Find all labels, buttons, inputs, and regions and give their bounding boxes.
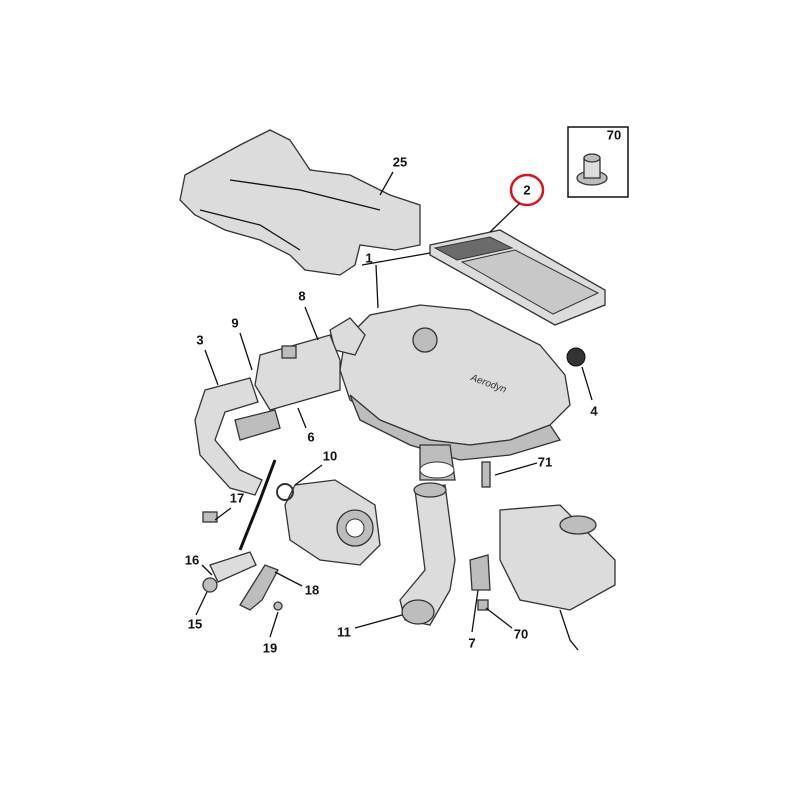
hose-16-drawing — [209, 551, 257, 583]
clip-15-drawing — [202, 577, 218, 593]
part-label-18: 18 — [304, 582, 320, 598]
part-label-7: 7 — [468, 635, 476, 651]
grommet-drawing — [566, 347, 586, 367]
part-label-17: 17 — [229, 490, 245, 506]
highlight-circle — [509, 173, 545, 207]
coolant-reservoir-drawing — [499, 504, 616, 651]
part-label-1: 1 — [365, 250, 373, 266]
part-label-70: 70 — [513, 626, 529, 642]
engine-cover-drawing — [179, 129, 421, 276]
inset-label-70: 70 — [606, 127, 622, 143]
stud-71-drawing — [481, 461, 491, 488]
part-label-25: 25 — [392, 154, 408, 170]
part-label-2: 2 — [523, 182, 531, 198]
connector-17-drawing — [202, 511, 218, 523]
part-label-71: 71 — [537, 454, 553, 470]
part-label-19: 19 — [262, 640, 278, 656]
nut-70-drawing — [477, 599, 489, 611]
intake-hose-drawing — [194, 334, 341, 496]
leader-lines — [195, 171, 593, 638]
part-label-11: 11 — [337, 624, 351, 640]
part-label-16: 16 — [184, 552, 200, 568]
air-filter-housing-drawing: Aerodyn — [329, 304, 571, 481]
turbo-drawing — [276, 479, 381, 566]
air-filter-drawing — [429, 229, 606, 326]
part-label-3: 3 — [196, 332, 204, 348]
part-label-8: 8 — [298, 288, 306, 304]
part-label-9: 9 — [231, 315, 239, 331]
nut-70-inset-drawing — [576, 153, 608, 186]
bracket-18-drawing — [239, 564, 279, 611]
part-label-6: 6 — [307, 429, 315, 445]
part-label-10: 10 — [322, 448, 338, 464]
part-label-15: 15 — [187, 616, 203, 632]
bracket-7-drawing — [469, 554, 491, 591]
part-label-4: 4 — [590, 403, 598, 419]
bolt-19-drawing — [273, 601, 283, 611]
intake-duct-drawing — [399, 482, 456, 626]
